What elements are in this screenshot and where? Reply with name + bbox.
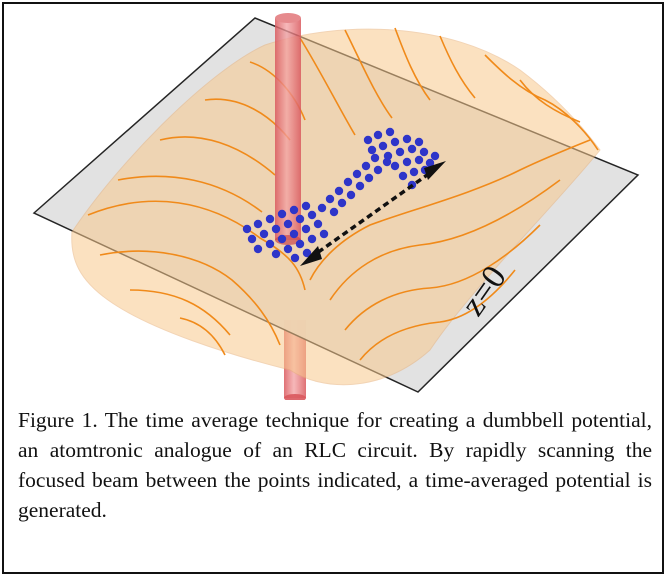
atom-cluster-right <box>363 127 440 190</box>
atom-cluster-left <box>242 201 329 263</box>
potential-surface <box>71 28 601 386</box>
atom-channel <box>317 153 392 217</box>
figure-illustration: z=0 <box>32 13 640 400</box>
figure-caption: Figure 1. The time average technique for… <box>18 408 652 522</box>
laser-beam-upper <box>275 13 301 245</box>
scan-arrow <box>300 161 446 266</box>
